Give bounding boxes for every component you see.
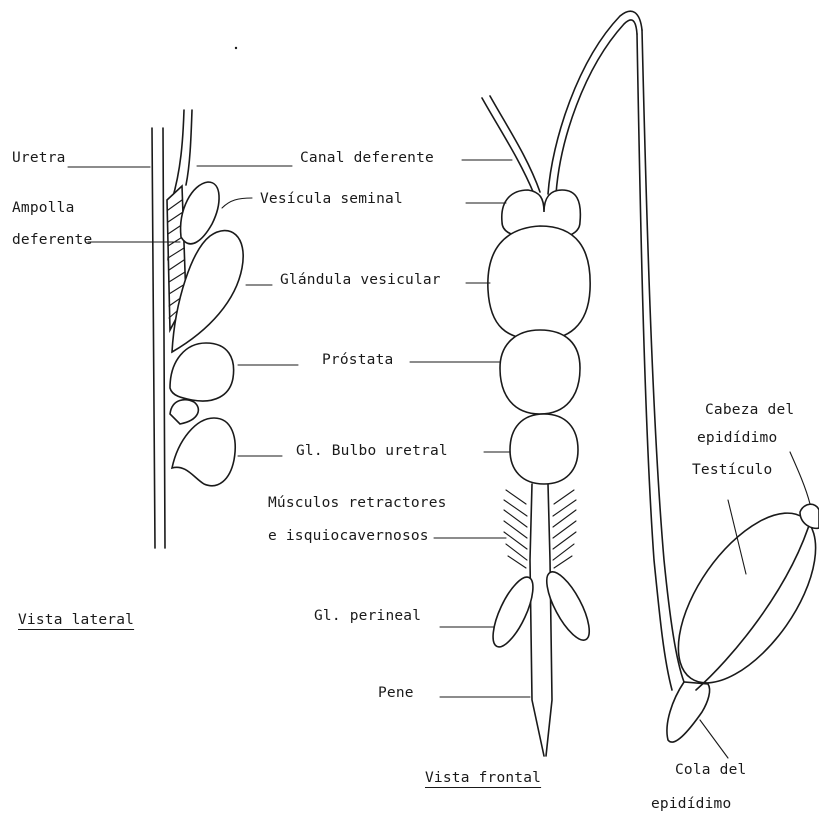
label-testiculo: Testículo xyxy=(692,462,772,478)
frontal-bulbourethral-gland xyxy=(510,414,578,484)
urethra-wall-inner xyxy=(163,128,165,548)
label-musculos-line2: e isquiocavernosos xyxy=(268,528,429,544)
testis xyxy=(651,490,819,706)
speck xyxy=(235,47,237,49)
frontal-vesicular-gland xyxy=(488,226,590,340)
perineal-gland-right xyxy=(539,566,598,645)
label-cola-line2: epidídimo xyxy=(651,796,731,812)
spermatic-cord-outer xyxy=(642,30,684,682)
lateral-deferent-duct-inner xyxy=(186,110,192,185)
label-vesicula-seminal: Vesícula seminal xyxy=(260,191,403,207)
caption-vista-frontal: Vista frontal xyxy=(425,770,541,786)
epididymis-tail xyxy=(667,682,710,742)
frontal-view-drawing xyxy=(410,11,684,756)
frontal-left-duct-inner xyxy=(490,96,540,192)
leader-cola xyxy=(700,720,728,758)
label-cola-line1: Cola del xyxy=(675,762,746,778)
penis-right-edge xyxy=(546,484,552,756)
lateral-bulb-small xyxy=(170,400,198,424)
leader-vesicula xyxy=(222,198,252,208)
label-gl-bulbo-uretral: Gl. Bulbo uretral xyxy=(296,443,448,459)
urethra-wall-outer xyxy=(152,128,155,548)
lateral-prostate xyxy=(170,343,234,401)
label-pene: Pene xyxy=(378,685,414,701)
perineal-gland-left xyxy=(485,572,541,652)
label-ampolla-line2: deferente xyxy=(12,232,92,248)
label-gl-perineal: Gl. perineal xyxy=(314,608,421,624)
label-musculos-line1: Músculos retractores xyxy=(268,495,447,511)
frontal-left-duct-outer xyxy=(482,98,534,194)
label-prostata: Próstata xyxy=(322,352,393,368)
retractor-muscles-hatching xyxy=(504,490,576,568)
frontal-right-duct-outer xyxy=(548,11,642,194)
label-canal-deferente: Canal deferente xyxy=(300,150,434,166)
caption-vista-lateral: Vista lateral xyxy=(18,612,134,628)
label-ampolla-line1: Ampolla xyxy=(12,200,75,216)
leader-cabeza xyxy=(790,452,810,504)
penis-left-edge xyxy=(530,484,544,756)
label-glandula-vesicular: Glándula vesicular xyxy=(280,272,441,288)
lateral-view-drawing xyxy=(68,110,298,548)
label-uretra: Uretra xyxy=(12,150,66,166)
label-cabeza-line2: epidídimo xyxy=(697,430,777,446)
label-cabeza-line1: Cabeza del xyxy=(705,402,794,418)
lateral-bulbourethral-gland xyxy=(172,418,235,486)
testis-drawing xyxy=(651,452,819,758)
frontal-prostate xyxy=(500,330,580,414)
